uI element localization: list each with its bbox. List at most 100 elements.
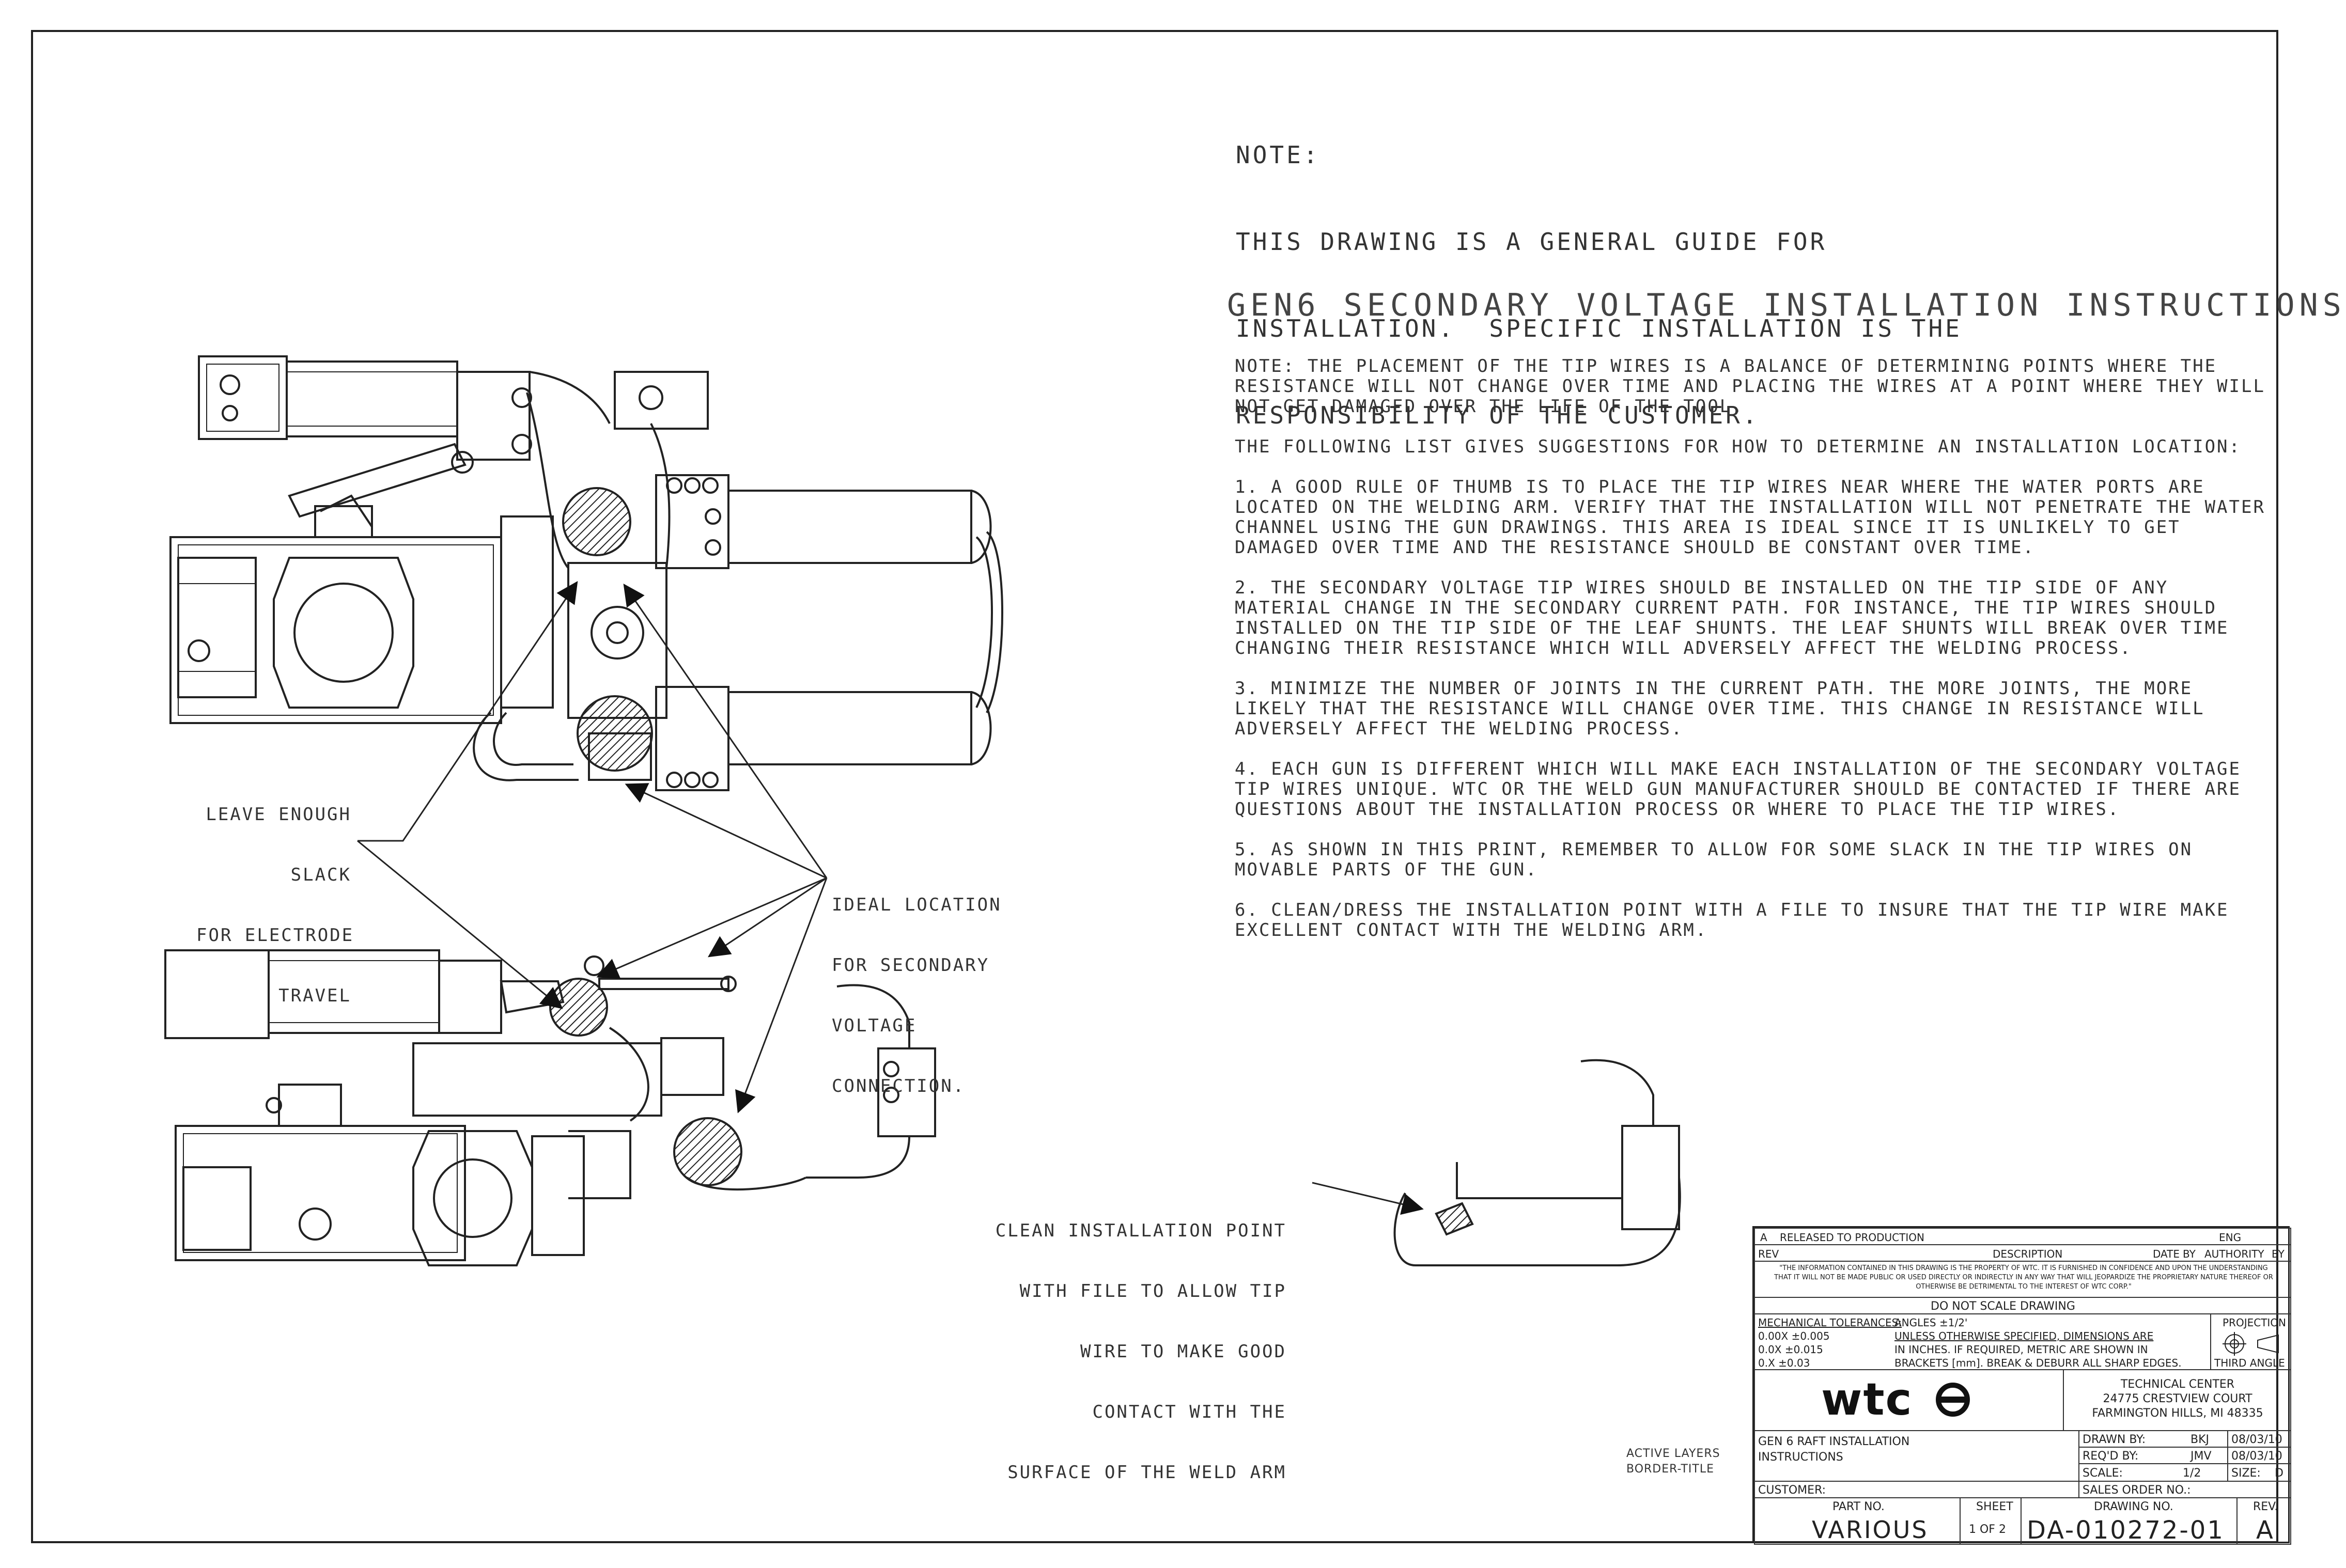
address-line: FARMINGTON HILLS, MI 48335 bbox=[2092, 1407, 2263, 1420]
drawn-by: DRAWN BY: BKJ bbox=[2078, 1430, 2228, 1448]
instruction-item: 1. A GOOD RULE OF THUMB IS TO PLACE THE … bbox=[1235, 477, 2265, 558]
tolerance-angles: ANGLES ±1/2' bbox=[1894, 1316, 1968, 1329]
logo-text: wtc bbox=[1821, 1374, 1913, 1425]
instruction-item: 3. MINIMIZE THE NUMBER OF JOINTS IN THE … bbox=[1235, 678, 2205, 739]
instruction-item: 6. CLEAN/DRESS THE INSTALLATION POINT WI… bbox=[1235, 900, 2229, 940]
instruction-item: 4. EACH GUN IS DIFFERENT WHICH WILL MAKE… bbox=[1235, 759, 2241, 820]
third-angle-projection-icon bbox=[2223, 1332, 2279, 1356]
drawing-border bbox=[31, 30, 2278, 1543]
callout-line: SLACK bbox=[290, 865, 351, 885]
drawing-no-label: DRAWING NO. bbox=[2094, 1500, 2173, 1513]
note-line: RESPONSIBILITY OF THE CUSTOMER. bbox=[1236, 401, 1760, 429]
wtc-logo: wtc bbox=[1821, 1374, 1971, 1425]
note-label: NOTE: bbox=[1236, 141, 1320, 169]
callout-line: IDEAL LOCATION bbox=[832, 895, 1002, 915]
sheet-cell: SHEET 1 OF 2 bbox=[1960, 1497, 2022, 1545]
reqd-date-value: 08/03/10 bbox=[2231, 1450, 2282, 1463]
sheet-value: 1 OF 2 bbox=[1969, 1523, 2006, 1536]
active-layers: ACTIVE LAYERS BORDER-TITLE bbox=[1626, 1446, 1720, 1477]
layers-value: BORDER-TITLE bbox=[1626, 1463, 1714, 1476]
callout-line: FOR ELECTRODE bbox=[196, 925, 354, 946]
rev-row: A RELEASED TO PRODUCTION ENG bbox=[1754, 1228, 2291, 1245]
date-header: DATE bbox=[2153, 1248, 2180, 1260]
weld-arm-detail bbox=[1393, 1059, 1681, 1266]
do-not-scale-row: DO NOT SCALE DRAWING bbox=[1754, 1297, 2291, 1314]
sales-order-label: SALES ORDER NO.: bbox=[2083, 1484, 2191, 1497]
drawing-title-line: INSTRUCTIONS bbox=[1758, 1451, 1843, 1464]
tolerance-value: 0.0X ±0.015 bbox=[1758, 1343, 1823, 1356]
general-note: NOTE: THIS DRAWING IS A GENERAL GUIDE FO… bbox=[1236, 83, 1962, 459]
address-line: TECHNICAL CENTER bbox=[2120, 1378, 2235, 1391]
callout-line: SURFACE OF THE WELD ARM bbox=[1007, 1462, 1286, 1483]
tolerance-note: UNLESS OTHERWISE SPECIFIED, DIMENSIONS A… bbox=[1894, 1330, 2154, 1342]
tolerance-note: BRACKETS [mm]. BREAK & DEBURR ALL SHARP … bbox=[1894, 1357, 2182, 1369]
instruction-note: NOTE: THE PLACEMENT OF THE TIP WIRES IS … bbox=[1235, 356, 2265, 417]
tolerance-label: MECHANICAL TOLERANCES: bbox=[1758, 1316, 1902, 1329]
rev-header: REV bbox=[1758, 1248, 1779, 1260]
instruction-item: 2. THE SECONDARY VOLTAGE TIP WIRES SHOUL… bbox=[1235, 577, 2229, 658]
tolerance-note: IN INCHES. IF REQUIRED, METRIC ARE SHOWN… bbox=[1894, 1343, 2148, 1356]
instructions: NOTE: THE PLACEMENT OF THE TIP WIRES IS … bbox=[1235, 356, 2273, 961]
drawing-title-cell: GEN 6 RAFT INSTALLATION INSTRUCTIONS bbox=[1754, 1430, 2079, 1482]
tolerance-value: 0.00X ±0.005 bbox=[1758, 1330, 1830, 1342]
tolerances: MECHANICAL TOLERANCES: ANGLES ±1/2' 0.00… bbox=[1754, 1313, 2211, 1370]
reqd-date: 08/03/10 bbox=[2227, 1447, 2291, 1464]
rev-cell: REV. A bbox=[2236, 1497, 2291, 1545]
slack-callout: LEAVE ENOUGH SLACK FOR ELECTRODE TRAVEL bbox=[196, 764, 354, 1026]
scale-label: SCALE: bbox=[2083, 1467, 2123, 1480]
callout-line: WITH FILE TO ALLOW TIP bbox=[1019, 1281, 1286, 1302]
part-no-cell: PART NO. VARIOUS bbox=[1754, 1497, 1961, 1545]
by-header: BY bbox=[2272, 1248, 2285, 1260]
part-no-value: VARIOUS bbox=[1812, 1516, 1929, 1544]
sales-order-cell: SALES ORDER NO.: bbox=[2078, 1481, 2291, 1498]
note-line: THIS DRAWING IS A GENERAL GUIDE FOR bbox=[1236, 228, 1827, 256]
callout-line: FOR SECONDARY bbox=[832, 955, 990, 976]
callout-line: WIRE TO MAKE GOOD bbox=[1080, 1341, 1286, 1362]
projection-type: THIRD ANGLE bbox=[2214, 1357, 2285, 1369]
drawn-by-label: DRAWN BY: bbox=[2083, 1433, 2146, 1446]
reqd-by: REQ'D BY: JMV bbox=[2078, 1447, 2228, 1464]
description-header: DESCRIPTION bbox=[1993, 1248, 2063, 1260]
callout-line: CONNECTION. bbox=[832, 1076, 966, 1096]
top-gun-view bbox=[169, 355, 1003, 791]
customer-label: CUSTOMER: bbox=[1758, 1484, 1826, 1497]
authority-header: AUTHORITY bbox=[2204, 1248, 2264, 1260]
instruction-intro: THE FOLLOWING LIST GIVES SUGGESTIONS FOR… bbox=[1235, 436, 2241, 457]
rev-label: REV. bbox=[2253, 1500, 2278, 1513]
bottom-gun-view bbox=[164, 949, 936, 1266]
size-value: D bbox=[2275, 1467, 2283, 1480]
clean-callout: CLEAN INSTALLATION POINT WITH FILE TO AL… bbox=[992, 1181, 1286, 1503]
customer-cell: CUSTOMER: bbox=[1754, 1481, 2079, 1498]
do-not-scale: DO NOT SCALE DRAWING bbox=[1931, 1300, 2075, 1313]
drawing-no-cell: DRAWING NO. DA-010272-01 bbox=[2021, 1497, 2238, 1545]
note-line: INSTALLATION. SPECIFIC INSTALLATION IS T… bbox=[1236, 315, 1962, 342]
address-line: 24775 CRESTVIEW COURT bbox=[2103, 1392, 2252, 1405]
ideal-location-callout: IDEAL LOCATION FOR SECONDARY VOLTAGE CON… bbox=[832, 855, 1002, 1117]
drawing-title-line: GEN 6 RAFT INSTALLATION bbox=[1758, 1435, 1910, 1448]
drawn-by-value: BKJ bbox=[2190, 1433, 2210, 1446]
by-header: BY bbox=[2183, 1248, 2196, 1260]
rev-header-row: REV DESCRIPTION DATE BY AUTHORITY BY bbox=[1754, 1244, 2291, 1262]
layers-label: ACTIVE LAYERS bbox=[1626, 1447, 1720, 1460]
scale-value: 1/2 bbox=[2183, 1467, 2201, 1480]
reqd-by-label: REQ'D BY: bbox=[2083, 1450, 2139, 1463]
page-title: GEN6 SECONDARY VOLTAGE INSTALLATION INST… bbox=[1227, 287, 2346, 323]
callout-line: CONTACT WITH THE bbox=[1092, 1402, 1286, 1422]
callout-line: VOLTAGE bbox=[832, 1015, 917, 1036]
projection: PROJECTION THIRD ANGLE bbox=[2210, 1313, 2291, 1370]
drawn-date-value: 08/03/10 bbox=[2231, 1433, 2282, 1446]
drawing-no-value: DA-010272-01 bbox=[2027, 1516, 2225, 1545]
tolerance-value: 0.X ±0.03 bbox=[1758, 1357, 1810, 1369]
title-block: A RELEASED TO PRODUCTION ENG REV DESCRIP… bbox=[1752, 1226, 2291, 1545]
reqd-by-value: JMV bbox=[2190, 1450, 2212, 1463]
callout-line: LEAVE ENOUGH bbox=[206, 804, 351, 825]
part-no-label: PART NO. bbox=[1832, 1500, 1885, 1513]
leader-lines bbox=[357, 581, 1424, 1215]
size: SIZE: D bbox=[2227, 1463, 2291, 1482]
drawn-date: 08/03/10 bbox=[2227, 1430, 2291, 1448]
proprietary-text: "THE INFORMATION CONTAINED IN THIS DRAWI… bbox=[1774, 1264, 2273, 1291]
scale: SCALE: 1/2 bbox=[2078, 1463, 2228, 1482]
projection-label: PROJECTION bbox=[2223, 1316, 2287, 1329]
sheet-label: SHEET bbox=[1976, 1500, 2013, 1513]
